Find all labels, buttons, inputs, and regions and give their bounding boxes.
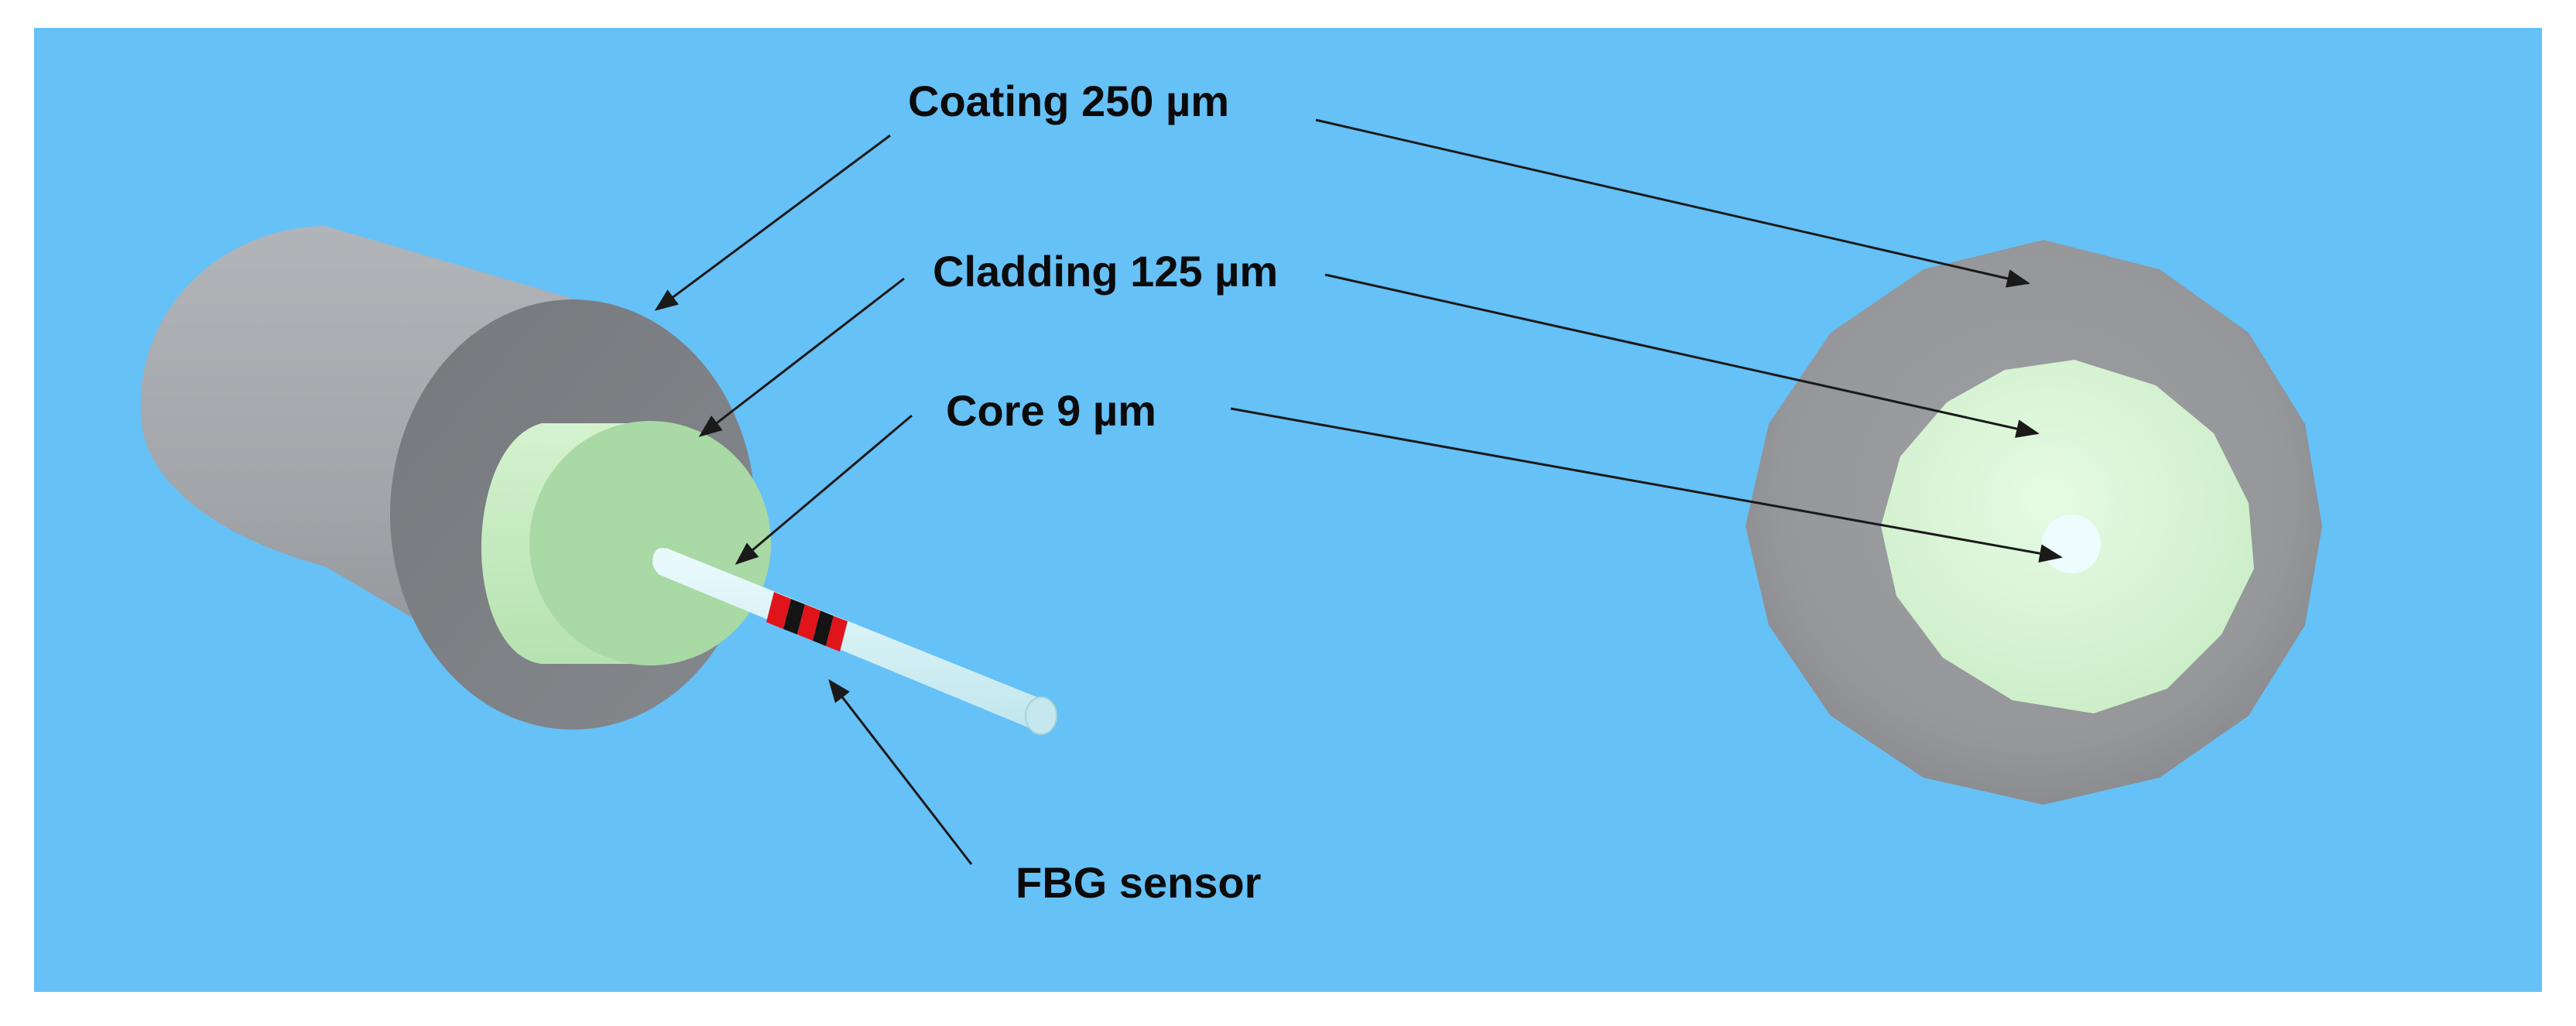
- coating-arrow-left: [654, 134, 891, 311]
- fiber-cross-section: [1745, 240, 2322, 805]
- fiber-cylinder-3d: [140, 226, 1057, 735]
- core-arrow-left: [735, 414, 913, 565]
- fbg-arrow: [828, 679, 973, 865]
- core-arrow-right: [1230, 407, 2063, 563]
- label-cladding: Cladding 125 µm: [933, 247, 1278, 296]
- leader-arrows: [654, 118, 2063, 865]
- label-fbg-sensor: FBG sensor: [1016, 858, 1261, 907]
- coating-arrow-right: [1315, 118, 2030, 288]
- core-fiber-rod: [653, 548, 1057, 735]
- cladding-arrow-left: [698, 277, 905, 437]
- cladding-arrow-right: [1324, 273, 2040, 438]
- label-coating: Coating 250 µm: [908, 77, 1229, 125]
- core-cross-section: [2042, 515, 2101, 573]
- cladding-end-face: [529, 421, 771, 665]
- fbg-grating: [766, 592, 848, 652]
- label-core: Core 9 µm: [946, 386, 1156, 435]
